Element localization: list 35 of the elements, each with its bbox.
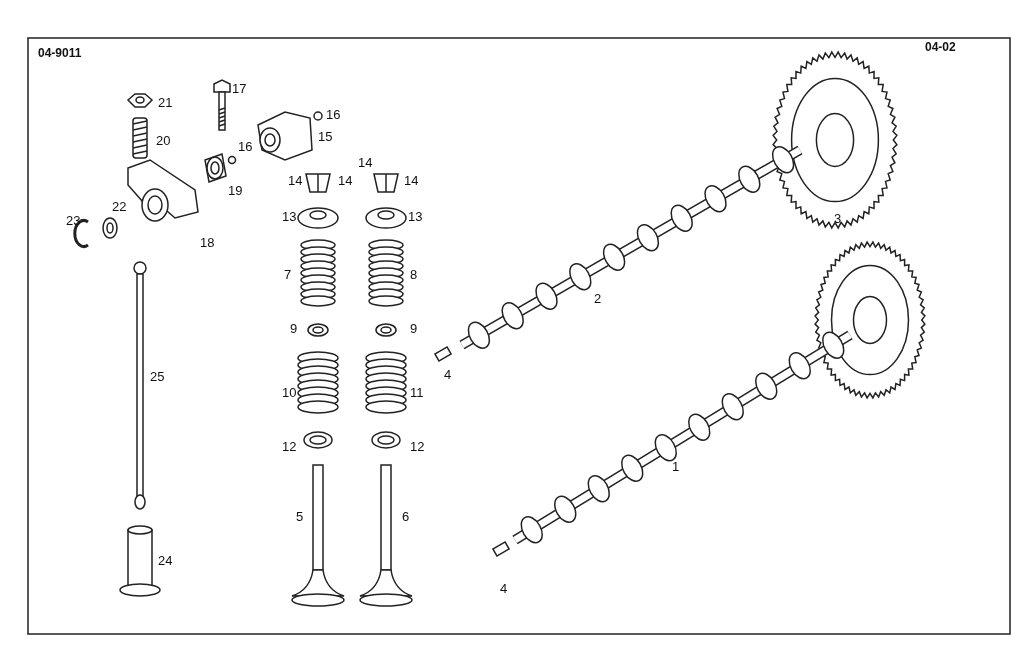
callout-number: 13 bbox=[282, 210, 297, 224]
callout-number: 4 bbox=[444, 368, 452, 382]
callout-number: 22 bbox=[112, 200, 127, 214]
callout-number: 24 bbox=[158, 554, 173, 568]
drawing-number: 04-9011 bbox=[38, 46, 82, 60]
callout-number: 2 bbox=[594, 292, 602, 306]
callout-number: 17 bbox=[232, 82, 247, 96]
callout-number: 21 bbox=[158, 96, 173, 110]
callout-number: 9 bbox=[290, 322, 298, 336]
callout-number: 12 bbox=[282, 440, 297, 454]
callout-number: 18 bbox=[200, 236, 215, 250]
callout-number: 11 bbox=[410, 386, 424, 400]
callout-number: 8 bbox=[410, 268, 418, 282]
callout-number: 13 bbox=[408, 210, 423, 224]
callout-number: 14 bbox=[358, 156, 373, 170]
callout-number: 16 bbox=[238, 140, 253, 154]
callout-number: 23 bbox=[66, 214, 81, 228]
callout-number: 14 bbox=[404, 174, 419, 188]
callout-number: 10 bbox=[282, 386, 297, 400]
callout-number: 14 bbox=[288, 174, 303, 188]
callout-number: 19 bbox=[228, 184, 243, 198]
callout-number: 1 bbox=[672, 460, 680, 474]
callout-number: 20 bbox=[156, 134, 171, 148]
callout-number: 25 bbox=[150, 370, 165, 384]
callout-number: 5 bbox=[296, 510, 304, 524]
callout-number: 15 bbox=[318, 130, 333, 144]
callout-number: 4 bbox=[500, 582, 508, 596]
callout-number: 16 bbox=[326, 108, 341, 122]
callout-number: 7 bbox=[284, 268, 292, 282]
sheet-number: 04-02 bbox=[925, 40, 956, 54]
callout-number: 3 bbox=[834, 212, 842, 226]
callout-number: 6 bbox=[402, 510, 410, 524]
callout-number: 12 bbox=[410, 440, 425, 454]
callout-number: 9 bbox=[410, 322, 418, 336]
callout-number: 14 bbox=[338, 174, 353, 188]
